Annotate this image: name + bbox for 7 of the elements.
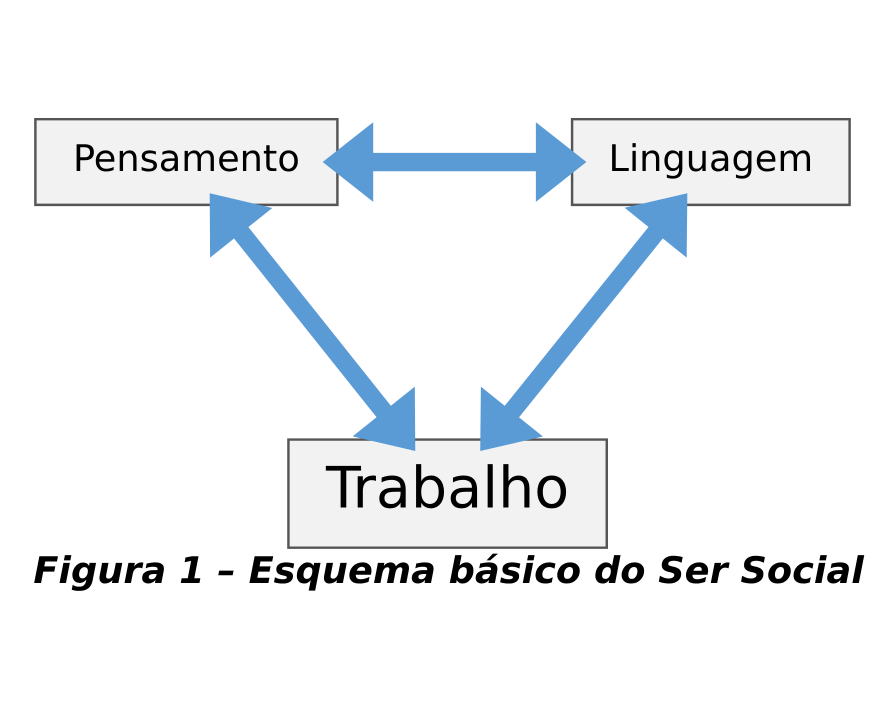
arrow bbox=[480, 193, 688, 451]
arrow bbox=[322, 122, 586, 202]
node-box: Pensamento bbox=[34, 118, 339, 206]
caption: Figura 1 – Esquema básico do Ser Social bbox=[33, 549, 864, 592]
node-box: Trabalho bbox=[287, 438, 608, 549]
arrow bbox=[210, 193, 416, 452]
node-box: Linguagem bbox=[570, 118, 851, 206]
